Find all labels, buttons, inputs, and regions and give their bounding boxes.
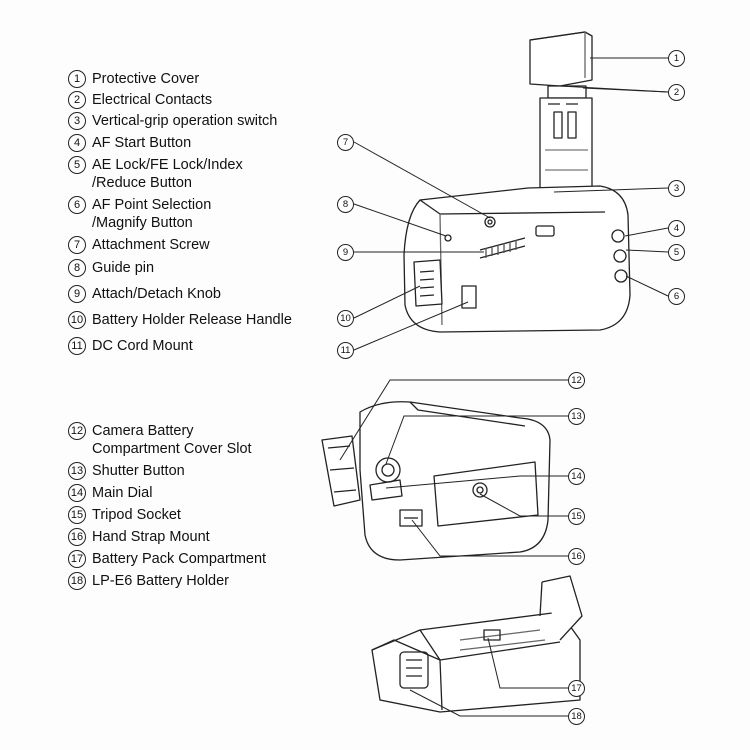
legend-label: Shutter Button — [92, 463, 185, 479]
callout-15: 15 — [568, 508, 585, 525]
legend-number: 12 — [68, 422, 86, 440]
callout-10: 10 — [337, 310, 354, 327]
parts-legend-top: 1 Protective Cover 2 Electrical Contacts 3… — [68, 70, 292, 355]
callout-17: 17 — [568, 680, 585, 697]
legend-label: Tripod Socket — [92, 507, 181, 523]
legend-number: 18 — [68, 572, 86, 590]
legend-item: 13 Shutter Button — [68, 462, 266, 480]
legend-label: Attach/Detach Knob — [92, 286, 221, 302]
legend-label: Electrical Contacts — [92, 92, 213, 108]
legend-label: Hand Strap Mount — [92, 529, 210, 545]
callout-9: 9 — [337, 244, 354, 261]
legend-number: 7 — [68, 236, 86, 254]
grip-illustration-top — [403, 31, 631, 333]
callout-6: 6 — [668, 288, 685, 305]
callout-12: 12 — [568, 372, 585, 389]
legend-label: Battery Holder Release Handle — [92, 312, 292, 328]
legend-label: Vertical-grip operation switch — [92, 113, 278, 129]
callout-18: 18 — [568, 708, 585, 725]
legend-number: 2 — [68, 91, 86, 109]
callout-7: 7 — [337, 134, 354, 151]
legend-item: 17 Battery Pack Compartment — [68, 550, 266, 568]
legend-label: Guide pin — [92, 260, 155, 276]
callout-16: 16 — [568, 548, 585, 565]
legend-number: 11 — [68, 337, 86, 355]
callout-14: 14 — [568, 468, 585, 485]
legend-number: 4 — [68, 134, 86, 152]
callout-8: 8 — [337, 196, 354, 213]
legend-label: LP-E6 Battery Holder — [92, 573, 230, 589]
legend-number: 3 — [68, 112, 86, 130]
legend-number: 9 — [68, 285, 86, 303]
legend-item: 9 Attach/Detach Knob — [68, 285, 292, 303]
legend-item: 15 Tripod Socket — [68, 506, 266, 524]
legend-number: 14 — [68, 484, 86, 502]
legend-label: AE Lock/FE Lock/Index /Reduce Button — [92, 157, 243, 191]
callout-3: 3 — [668, 180, 685, 197]
legend-number: 10 — [68, 311, 86, 329]
callout-1: 1 — [668, 50, 685, 67]
legend-label: DC Cord Mount — [92, 338, 193, 354]
grip-illustration-middle — [321, 401, 551, 561]
legend-number: 17 — [68, 550, 86, 568]
legend-label: Camera Battery Compartment Cover Slot — [92, 423, 252, 457]
legend-item: 12 Camera Battery Compartment Cover Slot — [68, 422, 266, 458]
legend-label: Battery Pack Compartment — [92, 551, 267, 567]
legend-item: 11 DC Cord Mount — [68, 337, 292, 355]
legend-number: 6 — [68, 196, 86, 214]
legend-item: 1 Protective Cover — [68, 70, 292, 88]
legend-label: AF Point Selection /Magnify Button — [92, 197, 212, 231]
callout-2: 2 — [668, 84, 685, 101]
legend-label: AF Start Button — [92, 135, 192, 151]
legend-item: 3 Vertical-grip operation switch — [68, 112, 292, 130]
legend-label: Attachment Screw — [92, 237, 210, 253]
legend-item: 18 LP-E6 Battery Holder — [68, 572, 266, 590]
legend-number: 5 — [68, 156, 86, 174]
legend-item: 6 AF Point Selection /Magnify Button — [68, 196, 292, 232]
legend-item: 14 Main Dial — [68, 484, 266, 502]
battery-holder-illustration — [371, 575, 583, 713]
legend-item: 16 Hand Strap Mount — [68, 528, 266, 546]
callout-5: 5 — [668, 244, 685, 261]
legend-item: 4 AF Start Button — [68, 134, 292, 152]
leader-lines — [339, 57, 669, 717]
legend-label: Main Dial — [92, 485, 153, 501]
legend-item: 10 Battery Holder Release Handle — [68, 311, 292, 329]
callout-11: 11 — [337, 342, 354, 359]
callout-4: 4 — [668, 220, 685, 237]
callout-13: 13 — [568, 408, 585, 425]
legend-number: 1 — [68, 70, 86, 88]
legend-item: 7 Attachment Screw — [68, 236, 292, 254]
legend-item: 8 Guide pin — [68, 259, 292, 277]
legend-number: 15 — [68, 506, 86, 524]
legend-number: 16 — [68, 528, 86, 546]
legend-item: 2 Electrical Contacts — [68, 91, 292, 109]
legend-item: 5 AE Lock/FE Lock/Index /Reduce Button — [68, 156, 292, 192]
legend-number: 8 — [68, 259, 86, 277]
legend-label: Protective Cover — [92, 71, 200, 87]
legend-number: 13 — [68, 462, 86, 480]
